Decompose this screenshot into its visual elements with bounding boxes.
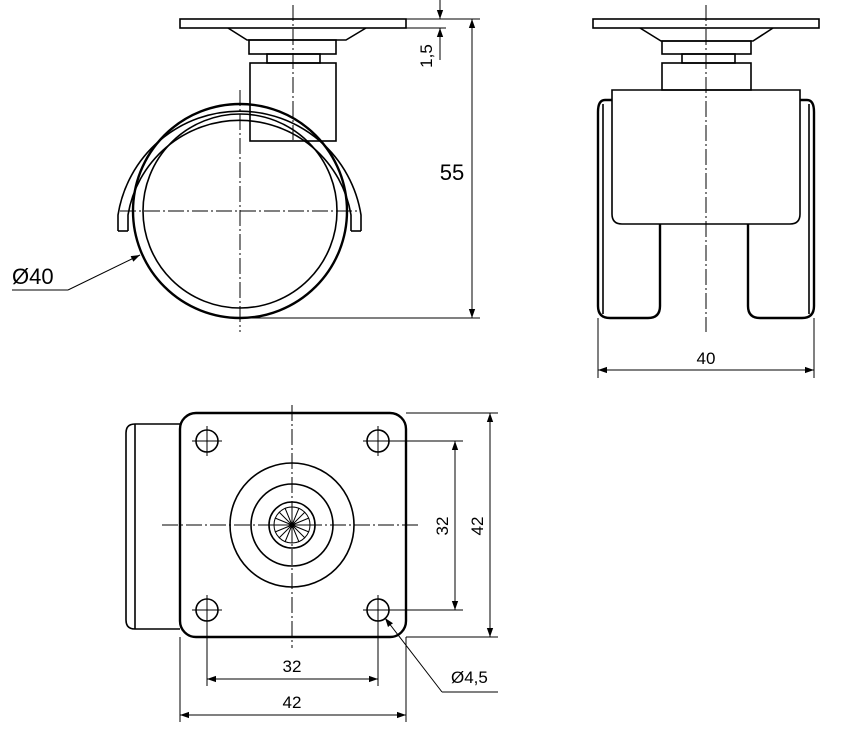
front-view: 40 bbox=[592, 5, 820, 378]
plate-width-label: 42 bbox=[283, 693, 302, 712]
dimension-55: 55 bbox=[240, 18, 480, 319]
dimension-40: 40 bbox=[597, 318, 815, 378]
hole-diameter-label: Ø4,5 bbox=[451, 668, 488, 687]
top-wheel-outline bbox=[125, 423, 180, 630]
front-wheels bbox=[596, 98, 816, 320]
dimension-plate-width: 42 bbox=[179, 637, 407, 722]
plate-thickness-label: 1,5 bbox=[417, 44, 436, 68]
plate-height-label: 42 bbox=[468, 517, 487, 536]
dimension-wheel-diameter: Ø40 bbox=[12, 254, 141, 291]
side-view-centerlines bbox=[120, 5, 360, 332]
wheel-diameter-label: Ø40 bbox=[12, 264, 54, 289]
dimension-1-5: 1,5 bbox=[406, 0, 446, 68]
dimension-hole-spacing-y: 32 bbox=[390, 440, 463, 611]
total-height-label: 55 bbox=[440, 160, 464, 185]
front-width-label: 40 bbox=[697, 349, 716, 368]
dimension-plate-height: 42 bbox=[406, 412, 498, 638]
front-fork bbox=[611, 89, 801, 225]
hole-spacing-y-label: 32 bbox=[433, 517, 452, 536]
top-view: 32 42 32 42 Ø4,5 bbox=[125, 405, 498, 722]
hole-spacing-x-label: 32 bbox=[283, 657, 302, 676]
mounting-hole-top-left bbox=[192, 426, 222, 456]
side-view: 1,5 55 Ø40 bbox=[12, 0, 480, 332]
dimension-hole-diameter: Ø4,5 bbox=[384, 617, 498, 693]
mounting-hole-top-right bbox=[363, 426, 393, 456]
dimension-hole-spacing-x: 32 bbox=[206, 620, 379, 686]
top-centerlines bbox=[162, 405, 420, 648]
